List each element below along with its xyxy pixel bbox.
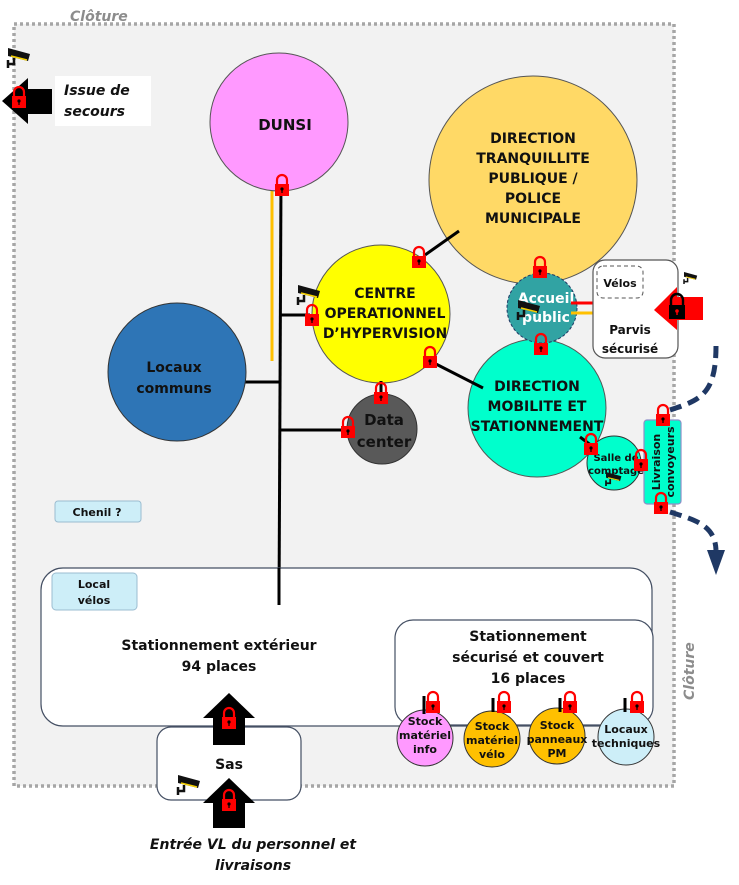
emergency-exit[interactable]: Issue de secours — [2, 76, 151, 126]
local-velos-line-0: Local — [78, 578, 110, 591]
fence-label-top: Clôture — [70, 9, 128, 25]
velos-box — [596, 265, 644, 299]
stock-velo-line-0: Stock — [475, 720, 510, 733]
comptage-line-1: comptage — [588, 466, 644, 477]
stock-info-line-2: info — [413, 743, 437, 756]
exit-label-line2: secours — [64, 104, 125, 120]
zone-parvis[interactable]: Vélos Parvis sécurisé — [592, 259, 679, 359]
chenil-label: Chenil ? — [73, 506, 122, 519]
stock-velo-line-2: vélo — [479, 748, 505, 761]
dtp-line-1: TRANQUILLITE — [476, 151, 590, 167]
zone-chenil[interactable]: Chenil ? — [54, 500, 142, 523]
accueil-line-1: public — [522, 310, 570, 326]
parking-secure-line-0: Stationnement — [469, 629, 587, 645]
coh-line-2: D’HYPERVISION — [323, 326, 447, 342]
dunsi-label: DUNSI — [258, 116, 312, 134]
zone-stock-velo[interactable]: Stock matériel vélo — [463, 710, 521, 768]
dc-line-1: center — [357, 433, 412, 451]
exit-arrow-icon — [2, 78, 52, 124]
stock-pm-line-2: PM — [547, 747, 566, 760]
main-connector — [277, 179, 283, 606]
stock-info-line-0: Stock — [408, 715, 443, 728]
entrance-label-line1: Entrée VL du personnel et — [150, 837, 357, 853]
stock-info-line-1: matériel — [399, 729, 451, 742]
dms-line-2: STATIONNEMENT — [471, 419, 604, 435]
entrance-label-line2: livraisons — [215, 858, 291, 874]
locaux-communs-line-0: Locaux — [146, 360, 201, 376]
accueil-line-0: Accueil — [518, 291, 575, 307]
zone-local-velos[interactable]: Local vélos — [51, 572, 138, 611]
zone-stock-info[interactable]: Stock matériel info — [396, 709, 454, 767]
delivery-path-in — [669, 345, 719, 413]
zone-parking-secure[interactable]: Stationnement sécurisé et couvert 16 pla… — [394, 619, 654, 726]
livraison-line-0: Livraison — [650, 434, 663, 491]
parvis-line-0: Parvis — [609, 323, 651, 337]
dc-line-0: Data — [364, 411, 404, 429]
dms-line-1: MOBILITE ET — [488, 399, 587, 415]
zone-locaux-communs[interactable]: Locaux communs — [107, 302, 247, 442]
connector-coh-dms — [431, 360, 484, 390]
fence-label-right: Clôture — [682, 642, 698, 700]
zone-accueil[interactable]: Accueil public — [506, 272, 578, 344]
delivery-path-out — [669, 509, 719, 551]
zone-dunsi[interactable]: DUNSI — [209, 52, 349, 192]
camera-icon — [683, 271, 698, 285]
coh-line-1: OPERATIONNEL — [325, 306, 446, 322]
exit-label-line1: Issue de — [64, 83, 130, 99]
delivery-arrow-icon — [707, 550, 725, 575]
connector-coh-dtp — [424, 229, 460, 257]
zone-dms[interactable]: DIRECTION MOBILITE ET STATIONNEMENT — [467, 338, 607, 478]
dtp-line-2: PUBLIQUE / — [488, 171, 578, 187]
coh-line-0: CENTRE — [354, 286, 415, 302]
dms-line-0: DIRECTION — [494, 379, 580, 395]
parking-ext-line-0: Stationnement extérieur — [121, 638, 316, 654]
dtp-line-3: POLICE — [505, 191, 561, 207]
stock-velo-line-1: matériel — [466, 734, 518, 747]
zone-stock-pm[interactable]: Stock panneaux PM — [527, 707, 588, 765]
parking-ext-line-1: 94 places — [182, 659, 257, 675]
zone-livraison[interactable]: Livraison convoyeurs — [643, 419, 682, 505]
stock-pm-line-1: panneaux — [527, 733, 588, 746]
comptage-line-0: Salle de — [593, 453, 638, 464]
zone-data-center[interactable]: Data center — [346, 393, 418, 465]
locaux-tech-line-1: techniques — [592, 737, 661, 750]
locaux-tech-line-0: Locaux — [604, 723, 647, 736]
sas-label: Sas — [215, 757, 243, 773]
parking-secure-line-1: sécurisé et couvert — [452, 650, 604, 666]
locaux-communs-line-1: communs — [136, 381, 211, 397]
zone-coh[interactable]: CENTRE OPERATIONNEL D’HYPERVISION — [311, 244, 451, 384]
livraison-line-1: convoyeurs — [664, 426, 677, 498]
local-velos-line-1: vélos — [78, 594, 111, 607]
parvis-line-1: sécurisé — [602, 342, 658, 356]
zone-dtp[interactable]: DIRECTION TRANQUILLITE PUBLIQUE / POLICE… — [428, 75, 638, 285]
dtp-line-0: DIRECTION — [490, 131, 576, 147]
dtp-line-4: MUNICIPALE — [485, 211, 581, 227]
parking-secure-line-2: 16 places — [491, 671, 566, 687]
stock-connectors — [422, 696, 627, 714]
velos-label: Vélos — [603, 277, 637, 290]
stock-pm-line-0: Stock — [540, 719, 575, 732]
zone-locaux-tech[interactable]: Locaux techniques — [592, 708, 661, 766]
